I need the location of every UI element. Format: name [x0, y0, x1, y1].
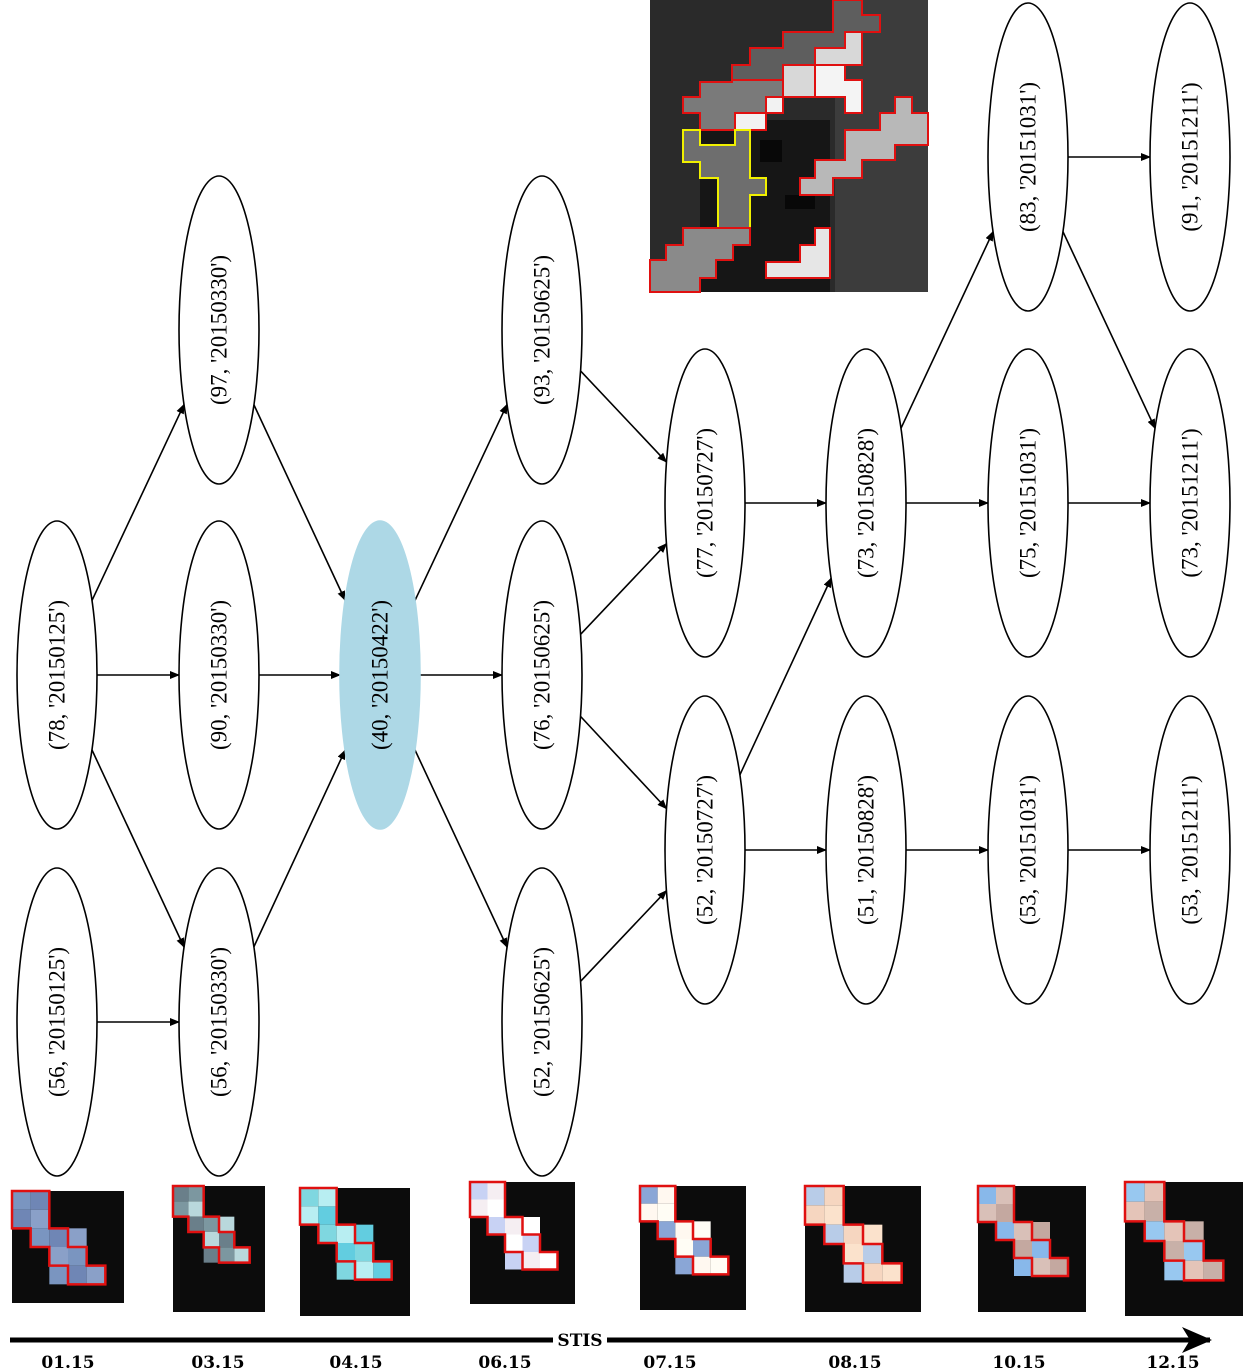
node-56-20150125: (56, '20150125')	[16, 867, 98, 1177]
node-label: (53, '20151211')	[1178, 775, 1203, 924]
node-ellipse	[825, 348, 907, 658]
edge-n56_0330-to-n40_0422	[253, 749, 346, 948]
node-ellipse	[1149, 348, 1231, 658]
node-ellipse	[1149, 2, 1231, 312]
node-ellipse	[178, 867, 260, 1177]
edge-n73_0828-to-n83_1031	[900, 230, 994, 429]
node-ellipse	[1149, 695, 1231, 1005]
edge-n78_0125-to-n56_0330	[91, 749, 185, 949]
node-75-20151031: (75, '20151031')	[987, 348, 1069, 658]
node-51-20150828: (51, '20150828')	[825, 695, 907, 1005]
timeline-date-08-15: 08.15	[828, 1353, 881, 1372]
node-ellipse	[825, 695, 907, 1005]
timeline-date-01-15: 01.15	[41, 1353, 94, 1372]
edge-n76_0625-to-n52_0727	[579, 715, 668, 810]
node-ellipse	[664, 348, 746, 658]
node-label: (51, '20150828')	[854, 775, 879, 925]
node-52-20150625: (52, '20150625')	[501, 867, 583, 1177]
node-91-20151211: (91, '20151211')	[1149, 2, 1231, 312]
timeline-date-10-15: 10.15	[992, 1353, 1045, 1372]
node-label: (91, '20151211')	[1178, 82, 1203, 231]
edge-n40_0422-to-n93_0625	[414, 403, 508, 601]
node-ellipse	[664, 695, 746, 1005]
node-ellipse	[501, 867, 583, 1177]
node-40-20150422: (40, '20150422')	[339, 520, 421, 830]
edges	[91, 153, 1156, 1026]
edge-n83_1031-to-n73_1211	[1062, 231, 1156, 430]
node-77-20150727: (77, '20150727')	[664, 348, 746, 658]
node-label: (52, '20150727')	[693, 775, 718, 925]
timeline-dates: 01.15 03.15 04.15 06.15 07.15 08.15 10.15 12.15	[41, 1353, 1199, 1372]
node-ellipse	[501, 175, 583, 485]
node-label: (73, '20151211')	[1178, 428, 1203, 577]
node-label: (56, '20150330')	[207, 947, 232, 1097]
timeline-date-07-15: 07.15	[643, 1353, 696, 1372]
edge-n52_0625-to-n52_0727	[579, 889, 668, 982]
node-ellipse	[987, 2, 1069, 312]
node-label: (93, '20150625')	[530, 255, 555, 405]
edge-n52_0727-to-n73_0828	[739, 577, 832, 776]
thumbnail-8	[1123, 1180, 1243, 1316]
edge-n97_0330-to-n40_0422	[253, 404, 346, 602]
node-label: (77, '20150727')	[693, 428, 718, 578]
node-ellipse	[178, 175, 260, 485]
node-label: (97, '20150330')	[207, 255, 232, 405]
node-ellipse	[178, 520, 260, 830]
node-53-20151031: (53, '20151031')	[987, 695, 1069, 1005]
edge-n78_0125-to-n97_0330	[91, 403, 185, 601]
timeline-date-06-15: 06.15	[478, 1353, 531, 1372]
nodes: (78, '20150125') (56, '20150125') (97, '20…	[16, 2, 1231, 1177]
timeline-date-04-15: 04.15	[329, 1353, 382, 1372]
node-label: (73, '20150828')	[854, 428, 879, 578]
node-ellipse	[501, 520, 583, 830]
segmentation-inset-image	[649, 0, 929, 293]
node-label: (76, '20150625')	[530, 600, 555, 750]
thumbnail-6	[803, 1184, 921, 1312]
edge-n40_0422-to-n52_0625	[414, 749, 508, 949]
timeline-label: STIS	[557, 1331, 602, 1351]
node-ellipse	[987, 695, 1069, 1005]
thumbnail-4	[468, 1180, 575, 1304]
node-53-20151211: (53, '20151211')	[1149, 695, 1231, 1005]
node-78-20150125: (78, '20150125')	[16, 520, 98, 830]
node-ellipse	[16, 520, 98, 830]
node-label: (83, '20151031')	[1016, 82, 1041, 232]
node-90-20150330: (90, '20150330')	[178, 520, 260, 830]
edge-n76_0625-to-n77_0727	[579, 542, 668, 635]
thumbnail-5	[638, 1184, 746, 1310]
node-label: (56, '20150125')	[45, 947, 70, 1097]
thumbnail-1	[10, 1189, 124, 1303]
timeline-date-03-15: 03.15	[191, 1353, 244, 1372]
timeline-axis: STIS	[10, 1327, 1212, 1353]
node-label: (40, '20150422')	[368, 600, 393, 750]
node-97-20150330: (97, '20150330')	[178, 175, 260, 485]
node-label: (75, '20151031')	[1016, 428, 1041, 578]
node-56-20150330: (56, '20150330')	[178, 867, 260, 1177]
thumbnail-2	[171, 1184, 265, 1312]
thumbnail-3	[298, 1186, 410, 1316]
thumbnails	[10, 1180, 1243, 1316]
node-73-20150828: (73, '20150828')	[825, 348, 907, 658]
node-ellipse	[987, 348, 1069, 658]
node-76-20150625: (76, '20150625')	[501, 520, 583, 830]
node-73-20151211: (73, '20151211')	[1149, 348, 1231, 658]
thumbnail-7	[976, 1184, 1086, 1312]
node-label: (52, '20150625')	[530, 947, 555, 1097]
timeline-date-12-15: 12.15	[1146, 1353, 1199, 1372]
node-label: (78, '20150125')	[45, 600, 70, 750]
node-83-20151031: (83, '20151031')	[987, 2, 1069, 312]
node-label: (53, '20151031')	[1016, 775, 1041, 925]
node-52-20150727: (52, '20150727')	[664, 695, 746, 1005]
node-label: (90, '20150330')	[207, 600, 232, 750]
node-ellipse	[339, 520, 421, 830]
node-93-20150625: (93, '20150625')	[501, 175, 583, 485]
edge-n93_0625-to-n77_0727	[579, 370, 668, 463]
node-ellipse	[16, 867, 98, 1177]
